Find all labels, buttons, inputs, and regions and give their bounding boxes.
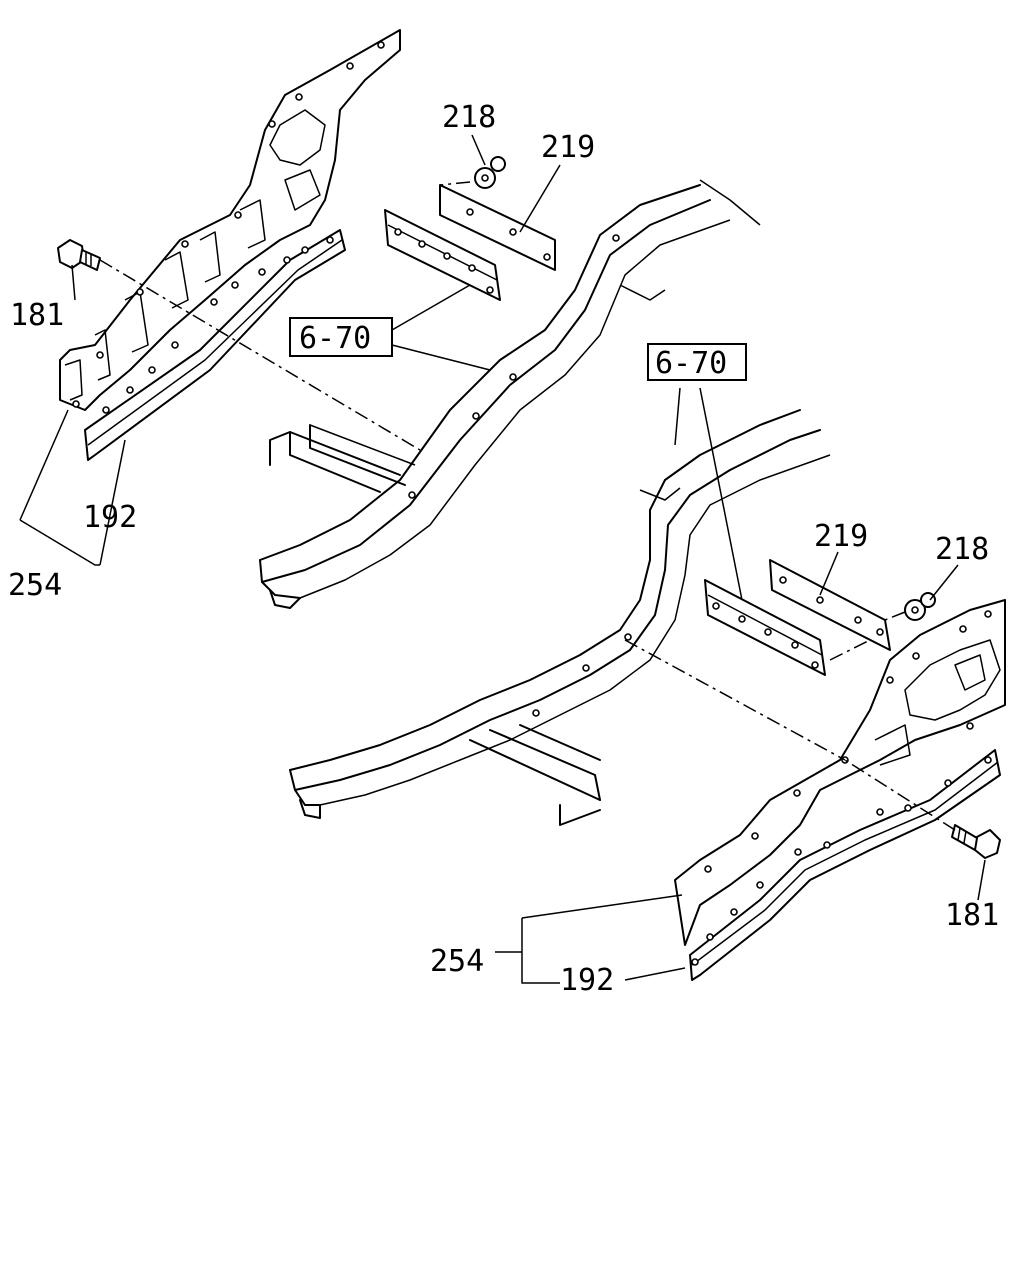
bracket-192-right [689,749,1001,981]
label-192-right: 192 [560,963,614,998]
nut-218-left [474,156,506,189]
label-181-left: 181 [10,298,64,333]
label-218-right: 218 [935,532,989,567]
label-6-70-left: 6-70 [299,321,371,356]
leader-lines [19,134,986,984]
plate-219-left [439,184,556,271]
label-218-left: 218 [442,100,496,135]
label-6-70-right: 6-70 [655,346,727,381]
nut-218-right [904,592,936,621]
reinforcement-plate-left [384,209,501,301]
bracket-254-left [59,29,401,411]
cross-member-left [269,424,416,493]
label-219-right: 219 [814,519,868,554]
bolt-181-left [57,239,101,271]
ref-box-right [647,343,747,381]
label-254-left: 254 [8,568,62,603]
callout-labels: 218 219 181 6-70 6-70 192 254 219 218 18… [8,100,999,998]
frame-rail-right [289,409,831,819]
label-219-left: 219 [541,130,595,165]
ref-box-left [289,317,393,357]
bracket-192-left [84,229,346,461]
label-181-right: 181 [945,898,999,933]
frame-rail-left [259,179,761,609]
plate-219-right [769,559,891,651]
alignment-lines [99,181,956,831]
bracket-254-right [674,599,1006,946]
bolt-181-right [951,824,1001,859]
reinforcement-plate-right [704,579,826,676]
label-192-left: 192 [83,500,137,535]
cross-member-right [469,724,601,826]
label-254-right: 254 [430,944,484,979]
